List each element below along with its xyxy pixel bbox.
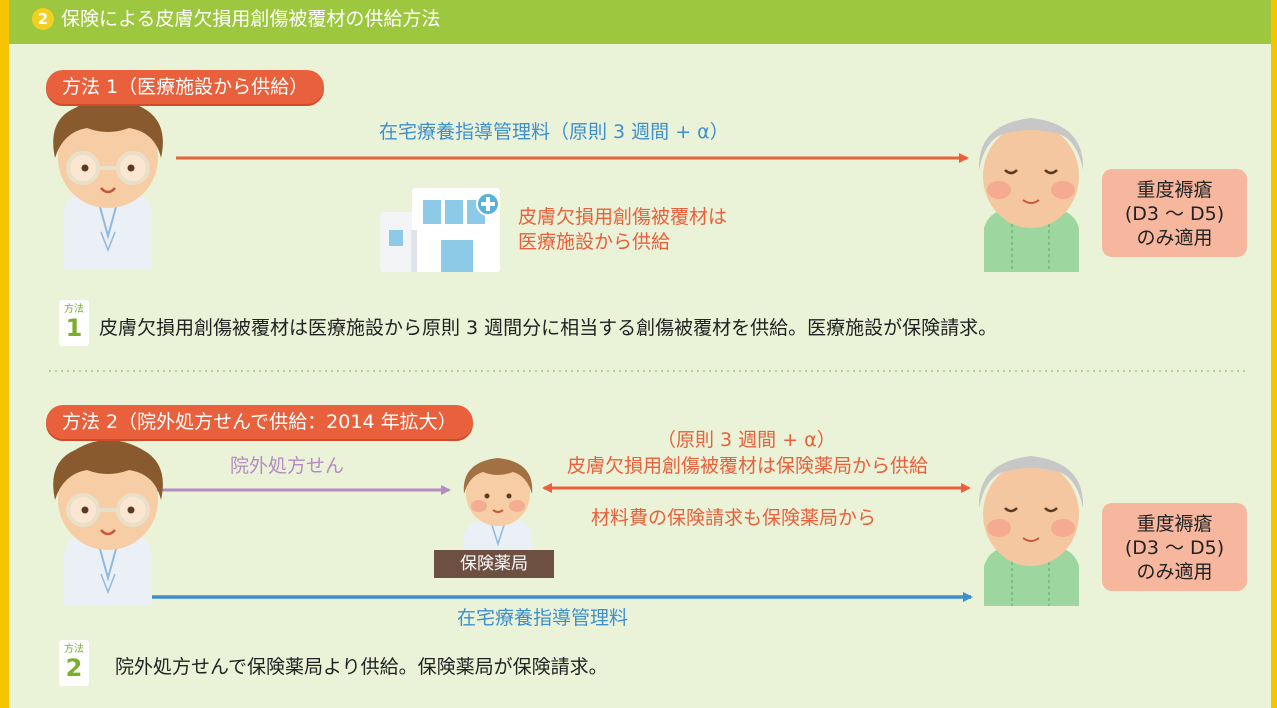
result-line2: (D3 ～ D5) (1124, 537, 1225, 559)
method1-step-badge: 方法 1 (59, 300, 89, 346)
pharmacy-label: 保険薬局 (434, 550, 554, 578)
method2-step-text: 院外処方せんで保険薬局より供給。保険薬局が保険請求。 (115, 656, 608, 678)
hospital-caption-line1: 皮膚欠損用創傷被覆材は (518, 206, 728, 228)
step-label: 方法 (64, 304, 84, 315)
billing-label: 材料費の保険請求も保険薬局から (591, 507, 877, 529)
diagram-graphics (49, 98, 1249, 606)
elderly-patient-icon (978, 456, 1084, 606)
step-number: 2 (65, 654, 83, 682)
result-line1: 重度褥瘡 (1136, 513, 1213, 535)
method1-badge: 方法 1（医療施設から供給） (46, 70, 325, 104)
step-number: 1 (65, 314, 83, 342)
method1-arrow-label: 在宅療養指導管理料（原則 3 週間 + α） (379, 121, 729, 143)
method2-result-box: 重度褥瘡 (D3 ～ D5) のみ適用 (1102, 503, 1247, 591)
result-line3: のみ適用 (1136, 561, 1213, 583)
hospital-icon (380, 188, 500, 272)
section-header: 2 保険による皮膚欠損用創傷被覆材の供給方法 (9, 0, 1271, 44)
homecare-fee-label: 在宅療養指導管理料 (457, 607, 629, 629)
elderly-patient-icon (978, 118, 1084, 272)
result-line3: のみ適用 (1136, 227, 1213, 249)
period-label: （原則 3 週間 + α） (657, 429, 836, 451)
supply-label: 皮膚欠損用創傷被覆材は保険薬局から供給 (567, 455, 929, 477)
result-line1: 重度褥瘡 (1136, 179, 1213, 201)
section-title: 保険による皮膚欠損用創傷被覆材の供給方法 (61, 8, 441, 30)
method1-result-box: 重度褥瘡 (D3 ～ D5) のみ適用 (1102, 169, 1247, 257)
section-number-badge: 2 (32, 8, 54, 30)
method1-step-text: 皮膚欠損用創傷被覆材は医療施設から原則 3 週間分に相当する創傷被覆材を供給。医… (99, 317, 998, 339)
hospital-caption-line2: 医療施設から供給 (518, 231, 671, 253)
pharmacist-icon (463, 458, 533, 552)
prescription-label: 院外処方せん (230, 455, 345, 477)
method2-badge: 方法 2（院外処方せんで供給：2014 年拡大） (46, 405, 473, 439)
result-line2: (D3 ～ D5) (1124, 203, 1225, 225)
diagram-panel: 2 保険による皮膚欠損用創傷被覆材の供給方法 方法 1（医療施設から供給） 在宅… (9, 0, 1271, 708)
doctor-icon (53, 440, 163, 606)
step-label: 方法 (64, 644, 84, 655)
doctor-icon (53, 98, 163, 270)
method2-step-badge: 方法 2 (59, 640, 89, 686)
